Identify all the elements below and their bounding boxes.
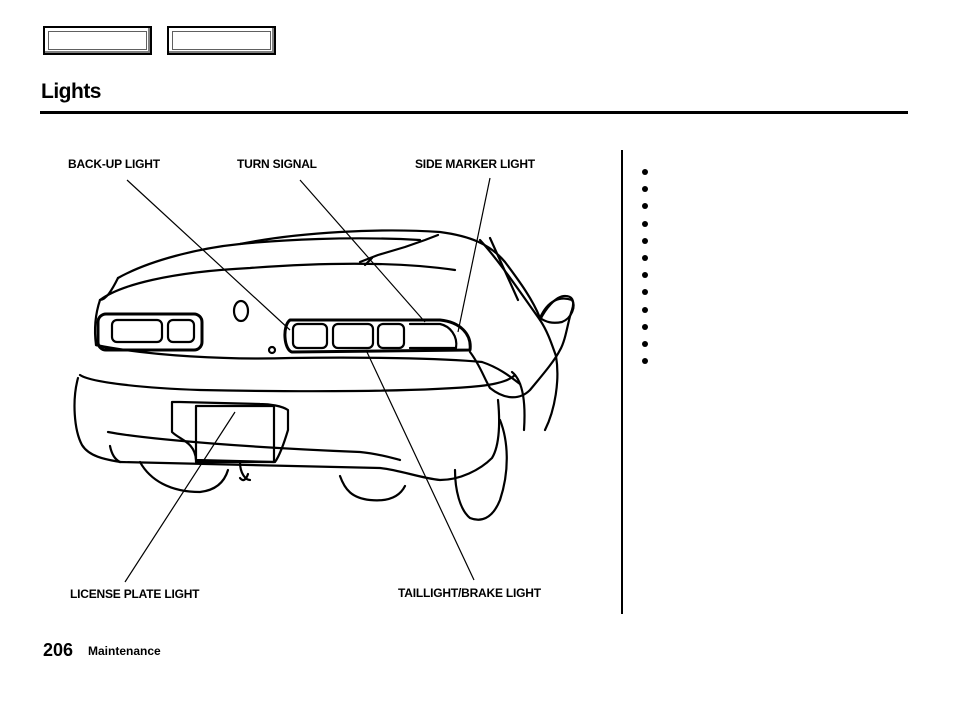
callout-taillight-brake-light: TAILLIGHT/BRAKE LIGHT	[398, 586, 541, 600]
callout-side-marker-light: SIDE MARKER LIGHT	[415, 157, 535, 171]
section-name: Maintenance	[88, 644, 161, 658]
list-item	[640, 235, 900, 252]
bullet-icon	[642, 220, 648, 227]
column-divider	[621, 150, 623, 614]
list-item	[640, 321, 900, 338]
bullet-icon	[642, 186, 648, 193]
list-item	[640, 200, 900, 217]
list-item	[640, 286, 900, 303]
page-number: 206	[43, 640, 74, 660]
page-title: Lights	[41, 80, 102, 103]
bullet-icon	[642, 323, 648, 330]
callout-turn-signal: TURN SIGNAL	[237, 157, 317, 171]
nav-button-next[interactable]	[167, 26, 276, 55]
bullet-list	[640, 166, 900, 372]
bullet-icon	[642, 272, 648, 279]
bullet-icon	[642, 306, 648, 313]
list-item	[640, 304, 900, 321]
bullet-icon	[642, 203, 648, 210]
list-item	[640, 252, 900, 269]
list-item	[640, 338, 900, 355]
list-item	[640, 218, 900, 235]
callout-backup-light: BACK-UP LIGHT	[68, 157, 160, 171]
list-item	[640, 269, 900, 286]
title-divider	[40, 111, 908, 114]
list-item	[640, 166, 900, 183]
nav-button-previous[interactable]	[43, 26, 152, 55]
bullet-icon	[642, 289, 648, 296]
nav-button-bevel	[172, 31, 271, 50]
bullet-icon	[642, 169, 648, 175]
nav-button-bevel	[48, 31, 147, 50]
bullet-icon	[642, 254, 648, 261]
callout-license-plate-light: LICENSE PLATE LIGHT	[70, 587, 200, 601]
bullet-icon	[642, 237, 648, 244]
list-item	[640, 183, 900, 200]
bullet-icon	[642, 358, 648, 365]
list-item	[640, 355, 900, 372]
car-rear-lights-illustration	[73, 177, 575, 583]
bullet-icon	[642, 340, 648, 347]
